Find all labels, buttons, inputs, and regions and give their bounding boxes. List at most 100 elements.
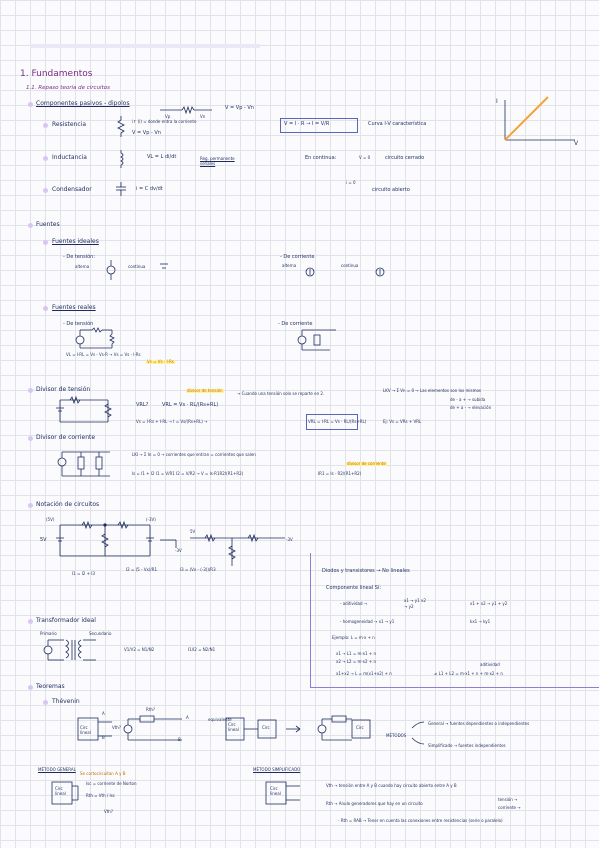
iv-x-axis: V xyxy=(574,140,579,147)
passive-heading: Componentes pasivos - dipolos xyxy=(36,100,130,107)
thevenin-ckt-1: Circ xyxy=(262,725,270,730)
general-method-vth: Vth? xyxy=(104,809,113,814)
diodes-add-cases: x1 → y1 x2 → y2 xyxy=(404,598,426,609)
diodes-heading: Diodos y transistores → No lineales xyxy=(322,568,410,574)
divider-v-annotation: divisor de tensión xyxy=(186,388,224,393)
divider-v-formula: VRL = Vs · RL/(Rs+RL) xyxy=(162,402,219,408)
bullet xyxy=(43,306,48,311)
divider-v-boxed: VRL = I·RL = Vs · RL/(Rs+RL) xyxy=(308,419,367,424)
simplified-method-heading: MÉTODO SIMPLIFICADO xyxy=(253,767,301,772)
diodes-hom-result: kx1 → ky1 xyxy=(470,619,491,624)
simplified-ckt: Circ lineal xyxy=(270,786,281,797)
dipole-vn: Vn xyxy=(200,114,206,119)
simplified-s1: Vth → tensión entre A y B cuando hay cir… xyxy=(326,783,457,788)
real-voltage-eq: VL = I·RL = Vs - Vs·R → Vs = Vs - I·Rs xyxy=(66,352,141,357)
thevenin-ckt-lineal-1: Circ lineal xyxy=(80,725,91,736)
notation-circuit-right xyxy=(160,533,285,566)
iv-line xyxy=(504,96,549,141)
linear-box-border xyxy=(310,553,599,688)
bullet xyxy=(43,188,48,193)
notation-heading: Notación de circuitos xyxy=(36,501,100,508)
bullet xyxy=(43,156,48,161)
transformer-symbol xyxy=(43,639,96,661)
thevenin-ckt-2: Circ xyxy=(356,725,364,730)
sources-current: - De corriente xyxy=(280,254,315,260)
bullet xyxy=(28,223,33,228)
divider-v-note: → Cuando una tensión solo se reparte en … xyxy=(237,391,325,396)
sources-current-alt: alterna xyxy=(282,263,297,268)
general-method-ckt: Circ lineal xyxy=(55,786,66,797)
sources-voltage-alt: alterna xyxy=(75,264,90,269)
diodes-ex-neq: ≠ L1 + L2 = m·x1 + n + m·x2 + n xyxy=(434,671,503,676)
inductor-label: Inductancia xyxy=(52,154,87,161)
general-method-diagram xyxy=(51,781,79,805)
divider-i-heading: Divisor de corriente xyxy=(36,434,96,441)
bullet xyxy=(28,102,33,107)
general-method-isc: Isc = corriente de Norton xyxy=(86,781,137,786)
divider-v-lkv-drop: de + a - → elevación xyxy=(450,405,492,410)
iv-plot xyxy=(504,96,575,141)
bullet xyxy=(28,503,33,508)
thevenin-diagram xyxy=(77,715,425,745)
ideal-current-dc xyxy=(375,267,385,277)
inductor-eq: VL = L di/dt xyxy=(147,154,177,160)
diodes-lineal: Componente lineal Sí: xyxy=(326,585,382,591)
inductor-v0: V = 0 xyxy=(359,155,371,160)
ohm-law-box xyxy=(280,118,358,133)
thevenin-a: A xyxy=(102,711,105,716)
resistor-symbol xyxy=(117,116,125,137)
transformer-ratio-v: V1/V2 = N1/N2 xyxy=(124,647,155,652)
resistor-note: i↑ (i) = donde entra la corriente xyxy=(132,119,197,124)
divider-v-lkv-rise: de - a + → subida xyxy=(450,397,486,402)
methods-simplified: Simplificado → fuentes independientes xyxy=(428,743,506,748)
capacitor-label: Condensador xyxy=(52,186,92,193)
general-method-heading: MÉTODO GENERAL xyxy=(38,767,76,772)
ideal-voltage-ac xyxy=(106,260,116,280)
notation-vright: (-3V) xyxy=(146,517,156,522)
section-title: 1.1. Repaso teoría de circuitos xyxy=(26,85,110,91)
divider-v-lkv: LKV → Σ Vn = 0 → Las elementos son los m… xyxy=(383,388,481,393)
notation-v5: (5V) xyxy=(46,517,55,522)
bullet xyxy=(43,700,48,705)
notation-circuit-left xyxy=(56,520,154,557)
transformer-heading: Transformador ideal xyxy=(36,617,96,624)
sources-voltage: - De tensión: xyxy=(63,254,96,260)
transformer-secondary: Secundario xyxy=(89,631,112,636)
dipole-eq: V = Vp - Vn xyxy=(225,105,254,111)
simplified-s2a: tensión → xyxy=(498,797,518,802)
inductor-cont: En continua: xyxy=(305,155,337,161)
iv-y-axis: I xyxy=(496,98,498,105)
diodes-add-result: x1 + x2 → y1 + y2 xyxy=(470,601,508,606)
divider-i-lki: LKI → Σ In = 0 → corrientes que entran =… xyxy=(132,452,256,457)
bullet xyxy=(28,436,33,441)
real-voltage: - De tensión xyxy=(63,321,94,327)
real-current: - De corriente xyxy=(278,321,313,327)
simplified-s2b: corriente → xyxy=(498,805,521,810)
bullet xyxy=(28,685,33,690)
ideal-current-ac xyxy=(305,267,315,277)
bullet xyxy=(43,240,48,245)
divider-v-boxed-frame xyxy=(306,414,358,430)
ohm-law: V = I · R → I = V/R xyxy=(284,121,330,127)
diodes-ex-1: x1 → L1 = m·x1 + n xyxy=(336,651,376,656)
sources-real: Fuentes reales xyxy=(52,304,96,311)
divider-v-question: VRL? xyxy=(136,402,149,408)
notation-i2: I2 = (5 - Vx)/R1 xyxy=(126,567,158,572)
general-method-rth: Rth = Vth / Isc xyxy=(86,793,115,798)
main-title: 1. Fundamentos xyxy=(20,69,93,79)
capacitor-i0: i = 0 xyxy=(346,180,356,185)
transformer-primary: Primario xyxy=(40,631,57,636)
sources-voltage-dc: continua xyxy=(128,264,146,269)
capacitor-open: circuito abierto xyxy=(372,187,410,193)
diodes-ex-tag: aditividad xyxy=(480,662,500,667)
simplified-method-diagram xyxy=(265,781,300,805)
notation-vleft: 5V xyxy=(40,537,47,543)
bullet xyxy=(43,123,48,128)
notation-i1: I1 = I2 + I3 xyxy=(72,571,95,576)
bullet xyxy=(28,388,33,393)
real-voltage-circuit xyxy=(75,327,115,349)
notation-i3: I3 = (Vx - (-3))/R3 xyxy=(180,567,216,572)
thevenin-ckt-lineal-2: Circ lineal xyxy=(228,722,239,733)
bullet xyxy=(28,619,33,624)
